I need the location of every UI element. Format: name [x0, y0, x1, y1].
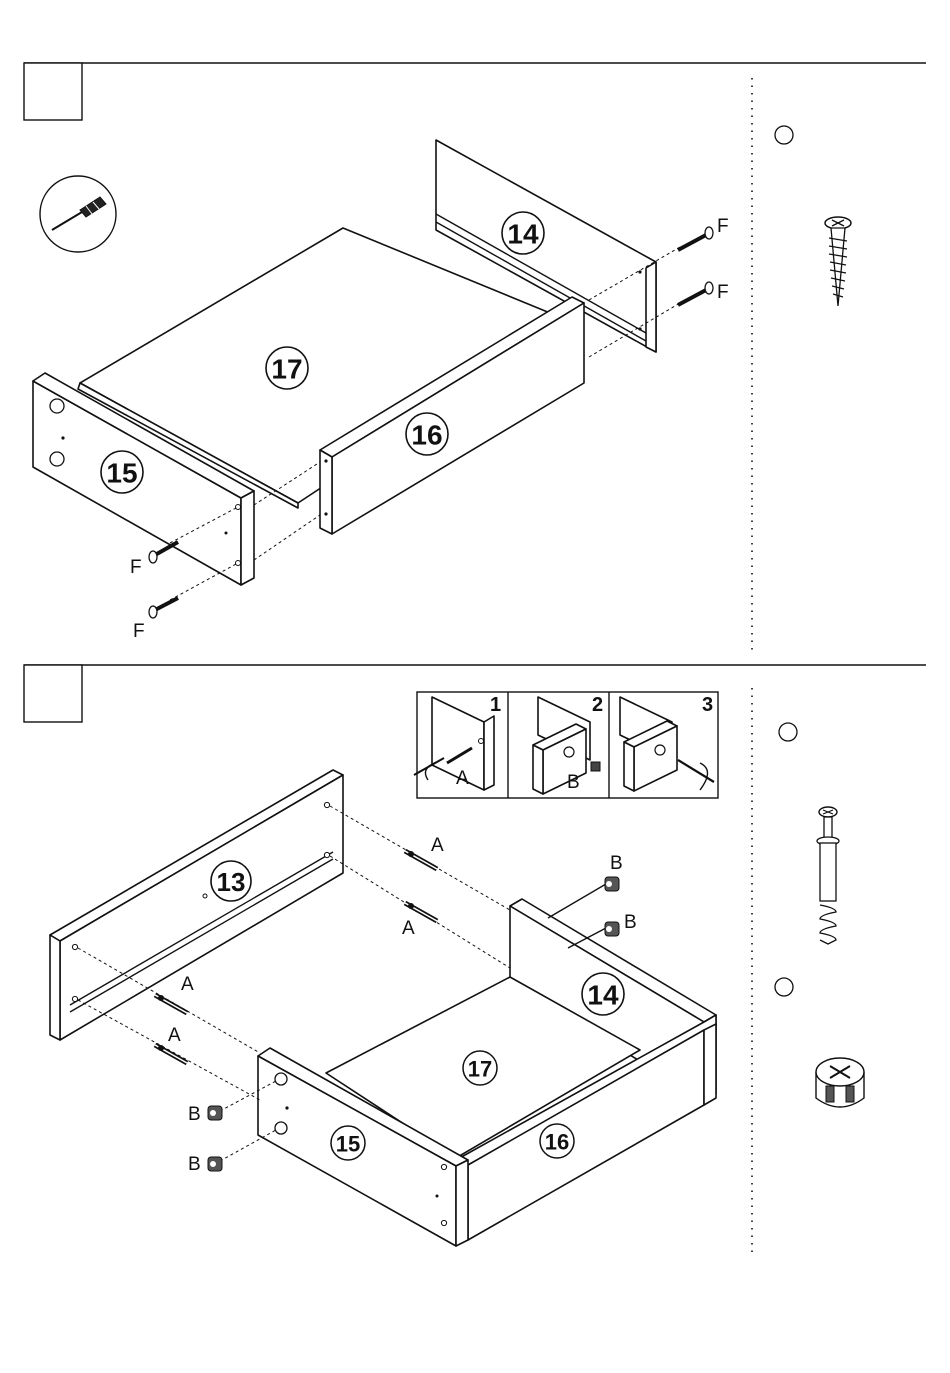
part-label-17-assembled: 17 [468, 1057, 492, 1082]
step2-hardware-count-circle-1 [779, 723, 797, 741]
cam-lock-label-b-1: B [610, 853, 623, 874]
part-label-17: 17 [271, 354, 302, 385]
cam-lock-b-2 [605, 922, 619, 936]
screw-f-1 [678, 227, 713, 250]
part-label-14: 14 [507, 219, 539, 250]
substep-number-3: 3 [702, 694, 713, 716]
fastener-label-f-4: F [133, 621, 145, 642]
cam-bolt-a-4 [155, 1045, 187, 1063]
cam-lock-b-3 [208, 1106, 222, 1120]
screw-f-3 [149, 542, 178, 563]
cam-bolt-label-a-2: A [402, 918, 415, 939]
cam-bolt-a-3 [155, 995, 187, 1013]
substep-number-1: 1 [490, 694, 501, 716]
substep-1-label-a: A [456, 768, 469, 789]
substep-number-2: 2 [592, 694, 603, 716]
step1-number-box [24, 63, 82, 120]
cam-lock-icon [816, 1058, 864, 1107]
step2-hardware-count-circle-2 [775, 978, 793, 996]
step2-section: 1 A 2 B 3 [24, 665, 926, 1258]
fastener-label-f-3: F [130, 557, 142, 578]
fastener-label-f-1: F [717, 216, 729, 237]
fastener-label-f-2: F [717, 282, 729, 303]
cam-bolt-label-a-4: A [168, 1025, 181, 1046]
step1-section: 14 17 16 [24, 63, 926, 652]
screw-icon [825, 217, 851, 306]
screw-f-2 [678, 282, 713, 305]
step1-hardware-count-circle [775, 126, 793, 144]
cam-lock-label-b-3: B [188, 1104, 201, 1125]
cam-bolt-icon [817, 807, 839, 944]
part-label-13: 13 [217, 867, 246, 897]
substep-2-label-b: B [567, 772, 580, 793]
step2-number-box [24, 665, 82, 722]
screwdriver-icon [40, 176, 116, 252]
part-label-15: 15 [106, 458, 137, 489]
cam-bolt-label-a-3: A [181, 974, 194, 995]
part-label-15-assembled: 15 [336, 1132, 360, 1157]
cam-lock-b-1 [605, 877, 619, 891]
part-label-16-assembled: 16 [545, 1130, 569, 1155]
cam-lock-label-b-4: B [188, 1154, 201, 1175]
cam-lock-b-4 [208, 1157, 222, 1171]
substep-inset: 1 A 2 B 3 [414, 692, 718, 798]
cam-bolt-label-a-1: A [431, 835, 444, 856]
part-label-14-assembled: 14 [587, 980, 619, 1011]
panel-13: 13 [50, 770, 343, 1040]
screw-f-4 [149, 598, 178, 618]
part-label-16: 16 [411, 420, 442, 451]
cam-lock-label-b-2: B [624, 912, 637, 933]
